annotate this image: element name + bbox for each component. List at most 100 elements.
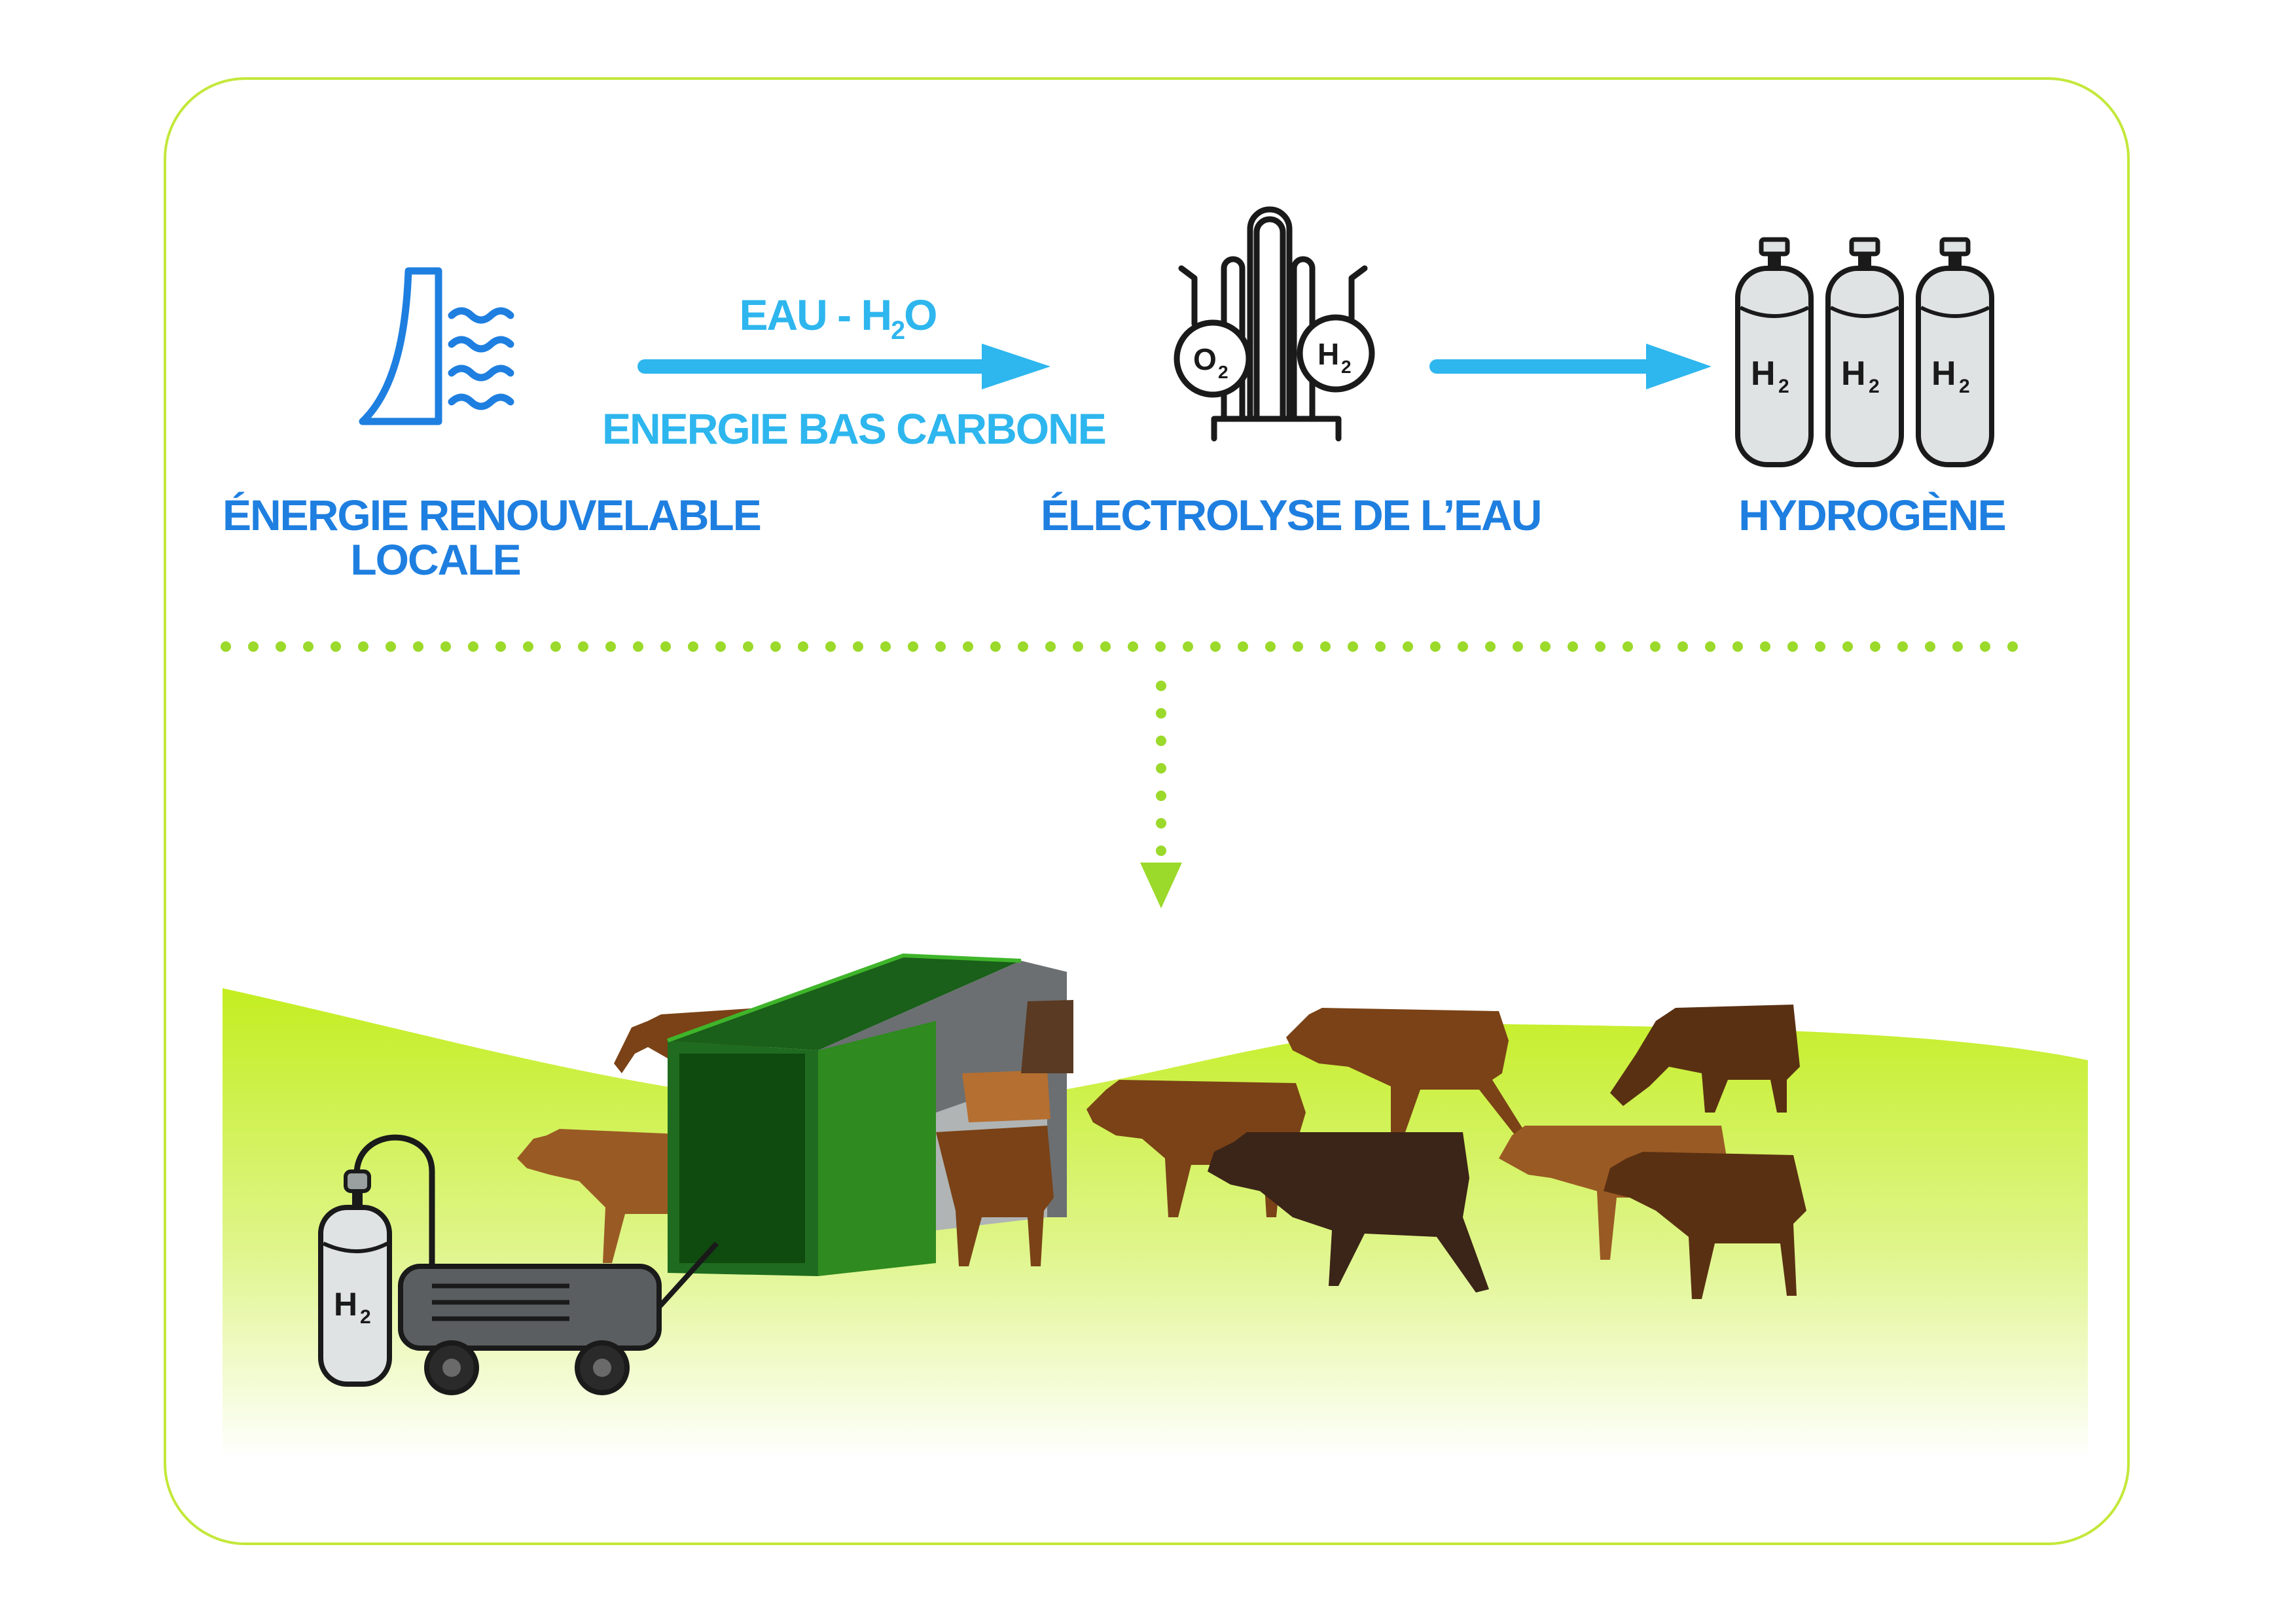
separator-dot	[1100, 641, 1111, 652]
dotted-arrow-head-icon	[1140, 863, 1182, 908]
separator-dot	[468, 641, 478, 652]
separator-dot	[1705, 641, 1715, 652]
cow-icon	[1086, 1080, 1306, 1217]
o2-sub: 2	[1218, 362, 1229, 382]
cow-icon	[1208, 1132, 1489, 1293]
separator-dot	[550, 641, 561, 652]
water-h2o-label: EAU - H2O	[681, 291, 995, 345]
arrow-dot	[1156, 736, 1166, 746]
separator-dot	[1952, 641, 1963, 652]
separator-dot	[633, 641, 643, 652]
separator-dot	[1375, 641, 1386, 652]
separator-dot	[1348, 641, 1358, 652]
h2-sub: 2	[1341, 357, 1352, 377]
separator-dot	[1403, 641, 1413, 652]
cow-icon	[936, 1126, 1054, 1266]
arrow-dot	[1156, 846, 1166, 856]
cow-icon	[517, 1129, 717, 1263]
separator-dot	[743, 641, 753, 652]
separator-dot	[358, 641, 368, 652]
separator-dot	[1073, 641, 1083, 652]
separator-dot	[1210, 641, 1221, 652]
separator-dot	[303, 641, 314, 652]
tank-h: H	[334, 1286, 357, 1323]
separator-dot	[1045, 641, 1056, 652]
cow-icon	[1021, 1000, 1073, 1073]
separator-dot	[1183, 641, 1193, 652]
cow-icon	[1610, 1005, 1800, 1113]
separator-dot	[1430, 641, 1441, 652]
meadow-hill	[223, 988, 2088, 1459]
tank-sub: 2	[360, 1306, 371, 1328]
generator-icon	[398, 1241, 719, 1395]
separator-dot	[413, 641, 423, 652]
separator-dot	[221, 641, 231, 652]
separator-dot	[440, 641, 451, 652]
separator-dot	[1458, 641, 1468, 652]
cyl3-h: H	[1931, 355, 1956, 393]
cyl2-sub: 2	[1869, 376, 1880, 397]
separator-dot	[2007, 641, 2018, 652]
separator-dot	[1155, 641, 1166, 652]
separator-dot	[1760, 641, 1770, 652]
separator-dot	[276, 641, 286, 652]
separator-dot	[1293, 641, 1303, 652]
separator-dot	[688, 641, 698, 652]
cyl2-h: H	[1841, 355, 1866, 393]
cyl3-sub: 2	[1959, 376, 1970, 397]
arrow-dot	[1156, 791, 1166, 801]
separator-dot	[386, 641, 396, 652]
separator-dot	[495, 641, 506, 652]
separator-dot	[1568, 641, 1578, 652]
dotted-separator	[221, 641, 2018, 908]
separator-dot	[715, 641, 726, 652]
separator-dot	[1650, 641, 1660, 652]
separator-dot	[1595, 641, 1605, 652]
separator-dot	[248, 641, 259, 652]
separator-dot	[1897, 641, 1908, 652]
water-h2o-end: O	[904, 291, 937, 339]
separator-dot	[1320, 641, 1331, 652]
separator-dot	[1485, 641, 1496, 652]
separator-dot	[1980, 641, 1990, 652]
low-carbon-energy-label: ENERGIE BAS CARBONE	[602, 404, 1107, 453]
separator-dot	[605, 641, 616, 652]
cow-icon	[1286, 1008, 1525, 1145]
separator-dot	[1018, 641, 1028, 652]
cow-icon	[962, 1070, 1050, 1122]
separator-dot	[578, 641, 588, 652]
arrow-to-hydrogen-icon	[1429, 344, 1712, 389]
separator-dot	[963, 641, 973, 652]
separator-dot	[853, 641, 863, 652]
electrolysis-label: ÉLECTROLYSE DE L’EAU	[1041, 491, 1542, 539]
hydrogen-cylinders-icon: H 2 H 2 H 2	[1735, 237, 1994, 467]
cyl1-h: H	[1751, 355, 1776, 393]
hydrogen-label: HYDROGÈNE	[1738, 491, 2006, 539]
separator-dot	[908, 641, 918, 652]
separator-dot	[1787, 641, 1798, 652]
separator-dot	[660, 641, 671, 652]
separator-dot	[825, 641, 836, 652]
renewable-label-line2: LOCALE	[350, 535, 521, 584]
separator-dot	[990, 641, 1001, 652]
separator-dot	[1732, 641, 1743, 652]
separator-dot	[331, 641, 341, 652]
separator-dot	[1623, 641, 1633, 652]
separator-dot	[1513, 641, 1523, 652]
separator-dot	[770, 641, 781, 652]
separator-dot	[880, 641, 891, 652]
arrow-to-electrolysis-icon	[637, 344, 1050, 389]
separator-dot	[798, 641, 808, 652]
water-h2o-main: EAU - H	[739, 291, 892, 339]
separator-dot	[1677, 641, 1688, 652]
separator-dot	[1238, 641, 1248, 652]
separator-dot	[935, 641, 946, 652]
separator-dot	[1128, 641, 1138, 652]
separator-dot	[1842, 641, 1853, 652]
separator-dot	[523, 641, 533, 652]
o2-main: O	[1193, 342, 1217, 376]
separator-dot	[1265, 641, 1276, 652]
separator-dot	[1540, 641, 1551, 652]
separator-dot	[1925, 641, 1935, 652]
